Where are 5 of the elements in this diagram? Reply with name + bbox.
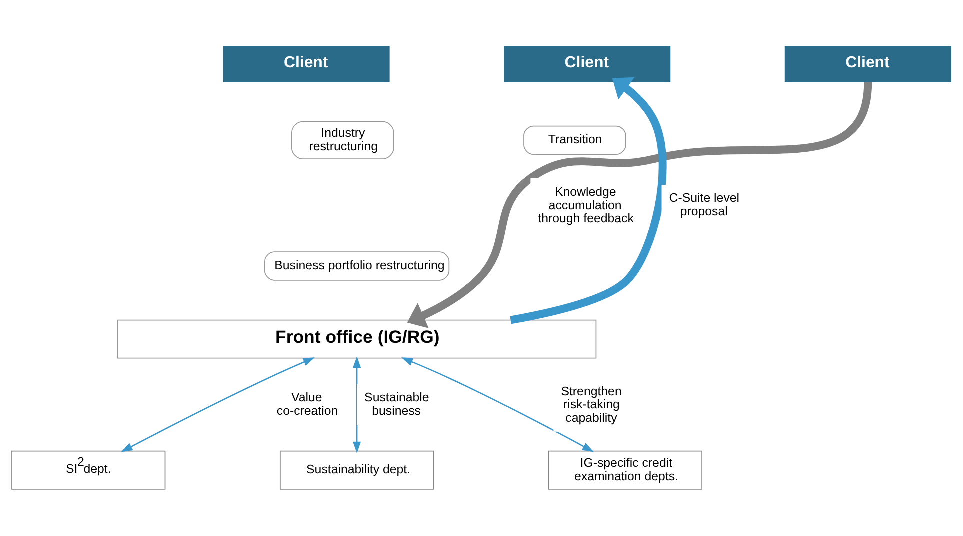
- edge-label: Knowledge accumulation through feedback: [538, 184, 634, 226]
- edge-label: Strengthen risk-taking capability: [561, 384, 622, 425]
- edge-label: Value co-creation: [276, 390, 338, 418]
- edge-label: C-Suite level proposal: [669, 191, 740, 218]
- edge-label: Sustainable business: [364, 390, 430, 418]
